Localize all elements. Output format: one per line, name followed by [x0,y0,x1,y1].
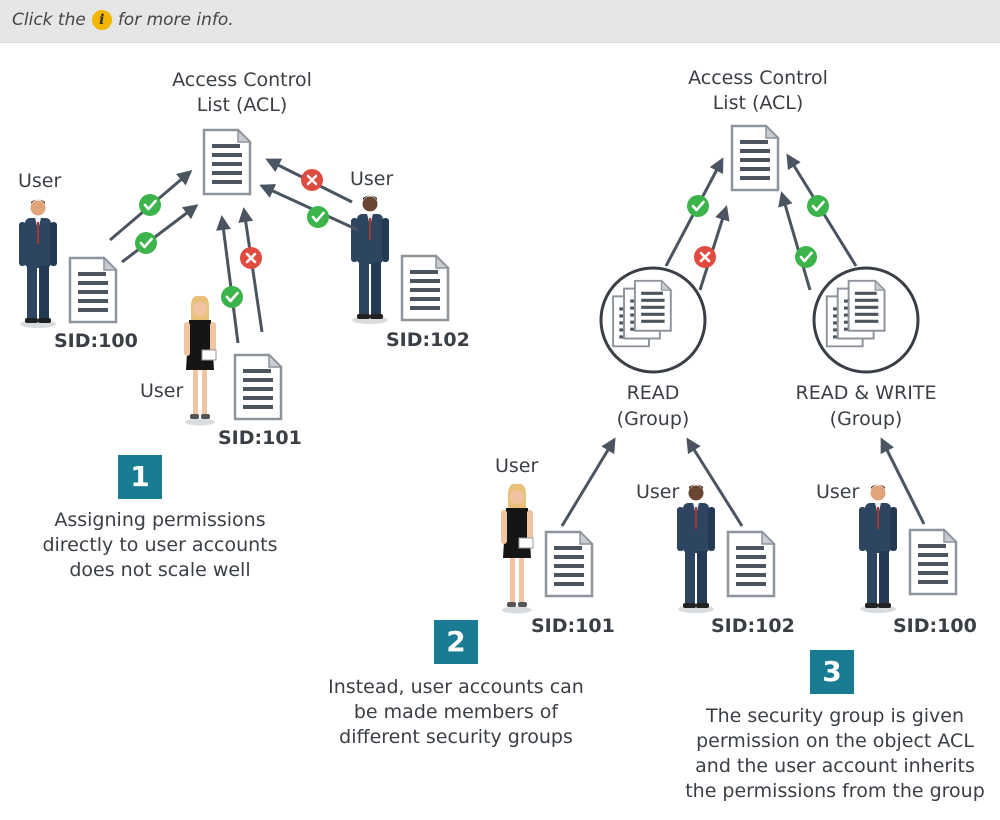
doc-p2-sid100 [908,528,958,596]
check-icon [805,193,831,219]
readwrite-group-label: READ & WRITE (Group) [795,382,937,430]
check-icon [305,204,331,230]
acl-doc-2 [730,124,780,192]
user-left-figure [18,198,58,329]
arrow-sid100-readwrite [880,437,926,525]
readwrite-group-circle [812,266,920,374]
user-sid102-figure [676,483,716,614]
arrow-readwrite-acl-2 [778,191,812,291]
arrow-sid101-acl [238,207,264,333]
doc-p2-sid101 [544,530,594,598]
arrow-read-acl-denied [698,205,730,291]
sid-label: SID:101 [218,427,302,449]
acl-title-1: Access Control List (ACL) [172,69,312,116]
user-label: User [350,168,394,190]
step-2-description: Instead, user accounts can be made membe… [328,676,584,748]
user-mid-figure [183,295,217,426]
check-icon [137,192,163,218]
deny-icon [692,244,718,270]
check-icon [219,284,245,310]
arrow-user-mid-acl [216,215,240,344]
panel2-arrows [560,437,926,527]
hint-before: Click the [12,10,86,30]
user-label: User [636,481,680,503]
user-sid101-figure [500,483,534,614]
sid-label: SID:100 [54,330,138,352]
step-3-badge: 3 [810,650,854,694]
arrow-sid102-read [686,437,744,527]
user-sid100-figure [858,483,898,614]
check-icon [685,193,711,219]
check-icon [793,244,819,270]
doc-sid100 [68,256,118,324]
arrow-sid101-read [560,437,616,527]
doc-sid101 [233,353,283,421]
arrow-sid102-acl [259,184,359,232]
user-label: User [495,455,539,477]
sid-label: SID:102 [711,615,795,637]
hint-after: for more info. [117,10,234,30]
step-1-badge: 1 [118,455,162,499]
user-label: User [18,170,62,192]
acl-title-2: Access Control List (ACL) [688,67,828,114]
user-right-figure [350,194,390,325]
acl-diagram [18,124,958,614]
doc-sid102 [400,254,450,322]
sid-label: SID:102 [386,329,470,351]
deny-icon [238,245,264,271]
step-1-description: Assigning permissions directly to user a… [42,509,278,581]
deny-icon [299,167,325,193]
user-label: User [140,380,184,402]
arrow-sid100-acl [121,204,199,264]
info-icon[interactable]: i [91,10,112,30]
check-icon [133,230,159,256]
step-3-description: The security group is given permission o… [685,705,985,802]
read-group-circle [599,266,707,374]
acl-doc-1 [202,128,252,196]
step-2-badge: 2 [434,620,478,664]
user-label: User [816,481,860,503]
sid-label: SID:100 [893,615,977,637]
sid-label: SID:101 [531,615,615,637]
read-group-label: READ (Group) [616,382,690,430]
doc-p2-sid102 [726,530,776,598]
